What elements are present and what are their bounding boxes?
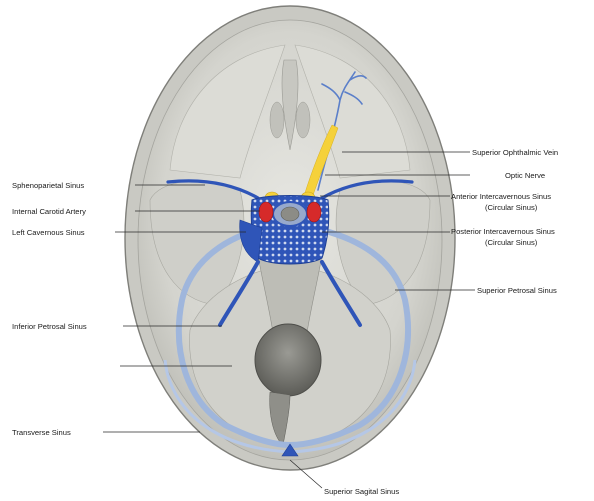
label-superior-sagital-sinus: Superior Sagital Sinus [324, 487, 399, 496]
internal-carotid-artery-left [259, 202, 273, 222]
label-left-cavernous-sinus: Left Cavernous Sinus [12, 228, 85, 237]
cribriform-plate-left [270, 102, 284, 138]
label-optic-nerve: Optic Nerve [505, 171, 545, 180]
label-anterior-intercavernous-line2: (Circular Sinus) [485, 203, 538, 212]
foramen-magnum [255, 324, 321, 396]
label-superior-ophthalmic-vein: Superior Ophthalmic Vein [472, 148, 558, 157]
label-posterior-intercavernous-line2: (Circular Sinus) [485, 238, 538, 247]
label-anterior-intercavernous-line1: Anterior Intercavernous Sinus [451, 192, 551, 201]
cribriform-plate-right [296, 102, 310, 138]
label-internal-carotid-artery: Internal Carotid Artery [12, 207, 86, 216]
label-posterior-intercavernous-line1: Posterior Intercavernous Sinus [451, 227, 555, 236]
label-inferior-petrosal-sinus: Inferior Petrosal Sinus [12, 322, 87, 331]
pituitary-gland [281, 207, 299, 221]
internal-carotid-artery-right [307, 202, 321, 222]
label-superior-petrosal-sinus: Superior Petrosal Sinus [477, 286, 557, 295]
label-transverse-sinus: Transverse Sinus [12, 428, 71, 437]
label-sphenoparietal-sinus: Sphenoparietal Sinus [12, 181, 84, 190]
